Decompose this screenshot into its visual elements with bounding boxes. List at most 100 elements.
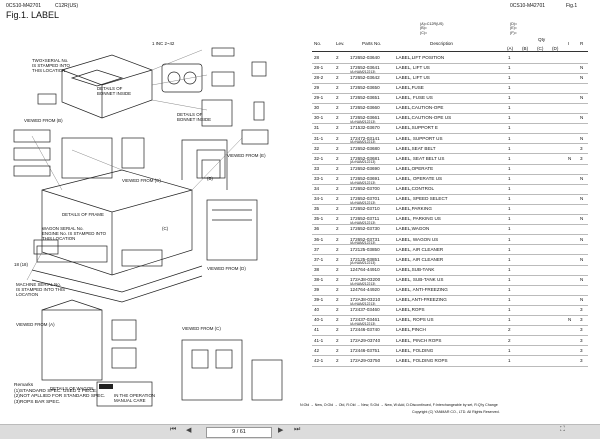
remarks-title: Remarks	[14, 383, 34, 388]
cell-part: 172652-03661	[350, 115, 380, 121]
cell-desc: LABEL, SEAT BELT US	[396, 155, 445, 161]
row-serial-note: (A>NAM212213)	[350, 69, 376, 74]
viewed-from-b: VIEWED FROM (B)	[24, 118, 63, 123]
viewed-from-d: VIEWED FROM (D)	[207, 266, 246, 271]
cell-lev: 2	[336, 216, 339, 222]
cell-desc: LABEL, AIR CLEANER	[396, 246, 444, 252]
cell-no: 30-1	[314, 115, 324, 121]
col-b-header: (B)	[522, 46, 529, 51]
cell-r: 3	[580, 347, 583, 353]
cell-a: 2	[508, 337, 511, 343]
last-page-icon[interactable]: ⏭	[294, 426, 301, 433]
fullscreen-icon[interactable]: ⛶	[560, 426, 565, 433]
cell-no: 31-1	[314, 135, 324, 141]
next-page-icon[interactable]: ▶	[278, 427, 284, 434]
cell-a: 1	[508, 165, 511, 171]
cell-lev: 2	[336, 256, 339, 262]
row-rule	[312, 82, 588, 84]
cell-lev: 2	[336, 135, 339, 141]
doc-code: 0CS10-M42701	[6, 3, 42, 9]
cell-part: 172652-03731	[350, 236, 380, 242]
cell-a: 1	[508, 85, 511, 91]
cell-lev: 2	[336, 165, 339, 171]
serial-note-1: TWO×SERIAL No.	[32, 58, 68, 63]
cell-a: 2	[508, 327, 511, 333]
cell-desc: LABEL,OPERATE	[396, 165, 434, 171]
row-rule	[312, 62, 588, 64]
cell-lev: 2	[336, 155, 339, 161]
first-page-icon[interactable]: ⏮	[170, 426, 177, 433]
cell-r: 3	[580, 337, 583, 343]
cell-r: 3	[580, 307, 583, 313]
cell-desc: LABEL, AIR CLEANER	[396, 256, 444, 262]
details-wagon: DETAILS OF WAGON	[50, 386, 93, 391]
cell-desc: LABEL,CAUTION-OPE	[396, 105, 444, 111]
cell-lev: 2	[336, 297, 339, 303]
row-rule	[312, 355, 588, 357]
cell-desc: LABEL, SPEED SELECT	[396, 196, 448, 202]
col-part-header: Parts No.	[362, 41, 382, 46]
cell-lev: 2	[336, 357, 339, 363]
cell-a: 1	[508, 256, 511, 262]
cell-lev: 2	[336, 287, 339, 293]
mark-b: (B)	[207, 176, 213, 181]
cell-no: 35	[314, 206, 320, 212]
cell-i: N	[568, 317, 572, 323]
label-exploded-drawing: 1 INC 2~42 TWO×SERIAL No. IS STAMPED INT…	[13, 41, 283, 407]
cell-part: 172652-03650	[350, 85, 380, 91]
details-frame: DETAILS OF FRAME	[62, 212, 104, 217]
cell-a: 1	[508, 135, 511, 141]
cell-a: 1	[508, 236, 511, 242]
cell-part: 172652-03680	[350, 145, 380, 151]
cell-no: 41	[314, 327, 320, 333]
cell-no: 38	[314, 266, 320, 272]
row-rule	[312, 264, 588, 266]
cell-a: 1	[508, 347, 511, 353]
cell-a: 1	[508, 105, 511, 111]
cell-a: 1	[508, 186, 511, 192]
cell-part: 172652-03681	[350, 155, 380, 161]
col-a-header: (A)	[507, 46, 514, 51]
row-rule	[312, 365, 588, 367]
danger-text: DANGER	[117, 384, 136, 389]
cell-lev: 2	[336, 327, 339, 333]
page-indicator[interactable]: 9 / 61	[206, 427, 272, 438]
cell-no: 33	[314, 165, 320, 171]
cell-desc: LABEL, LIFT US	[396, 74, 430, 80]
cell-lev: 2	[336, 307, 339, 313]
cell-a: 1	[508, 307, 511, 313]
doc-code-right: 0CS10-M42701	[510, 3, 546, 9]
prev-page-icon[interactable]: ◀	[186, 427, 192, 434]
row-rule	[312, 133, 588, 135]
cell-desc: LABEL,LIFT POSITION	[396, 54, 445, 60]
row-rule	[312, 183, 588, 185]
cell-desc: LABEL, PINCH ROPS	[396, 337, 442, 343]
cell-a: 1	[508, 54, 511, 60]
row-serial-note: (A>NAM212213)	[350, 301, 376, 306]
row-serial-note: (A>NAM212213)	[350, 322, 376, 326]
col-d-header: (D)	[552, 46, 559, 51]
cell-desc: LABEL, WAGON US	[396, 236, 439, 242]
cell-part: 172125-03850	[350, 246, 380, 252]
cell-i: N	[568, 155, 572, 161]
model-name: C12R(US)	[55, 3, 79, 9]
cell-no: 32-1	[314, 155, 324, 161]
wagon-serial-note: THIS LOCATION	[42, 236, 75, 241]
cell-desc: LABEL,CONTROL	[396, 186, 435, 192]
inc-note: 1 INC 2~42	[152, 41, 175, 46]
cell-desc: LABEL, FUSE US	[396, 95, 433, 101]
bonnet-detail-label-2: BONNET INSIDE	[177, 117, 211, 122]
row-serial-note: (A>NAM212213)	[350, 140, 376, 145]
col-c-header: (C)	[537, 46, 544, 51]
cell-part: 172437-03461	[350, 317, 380, 323]
